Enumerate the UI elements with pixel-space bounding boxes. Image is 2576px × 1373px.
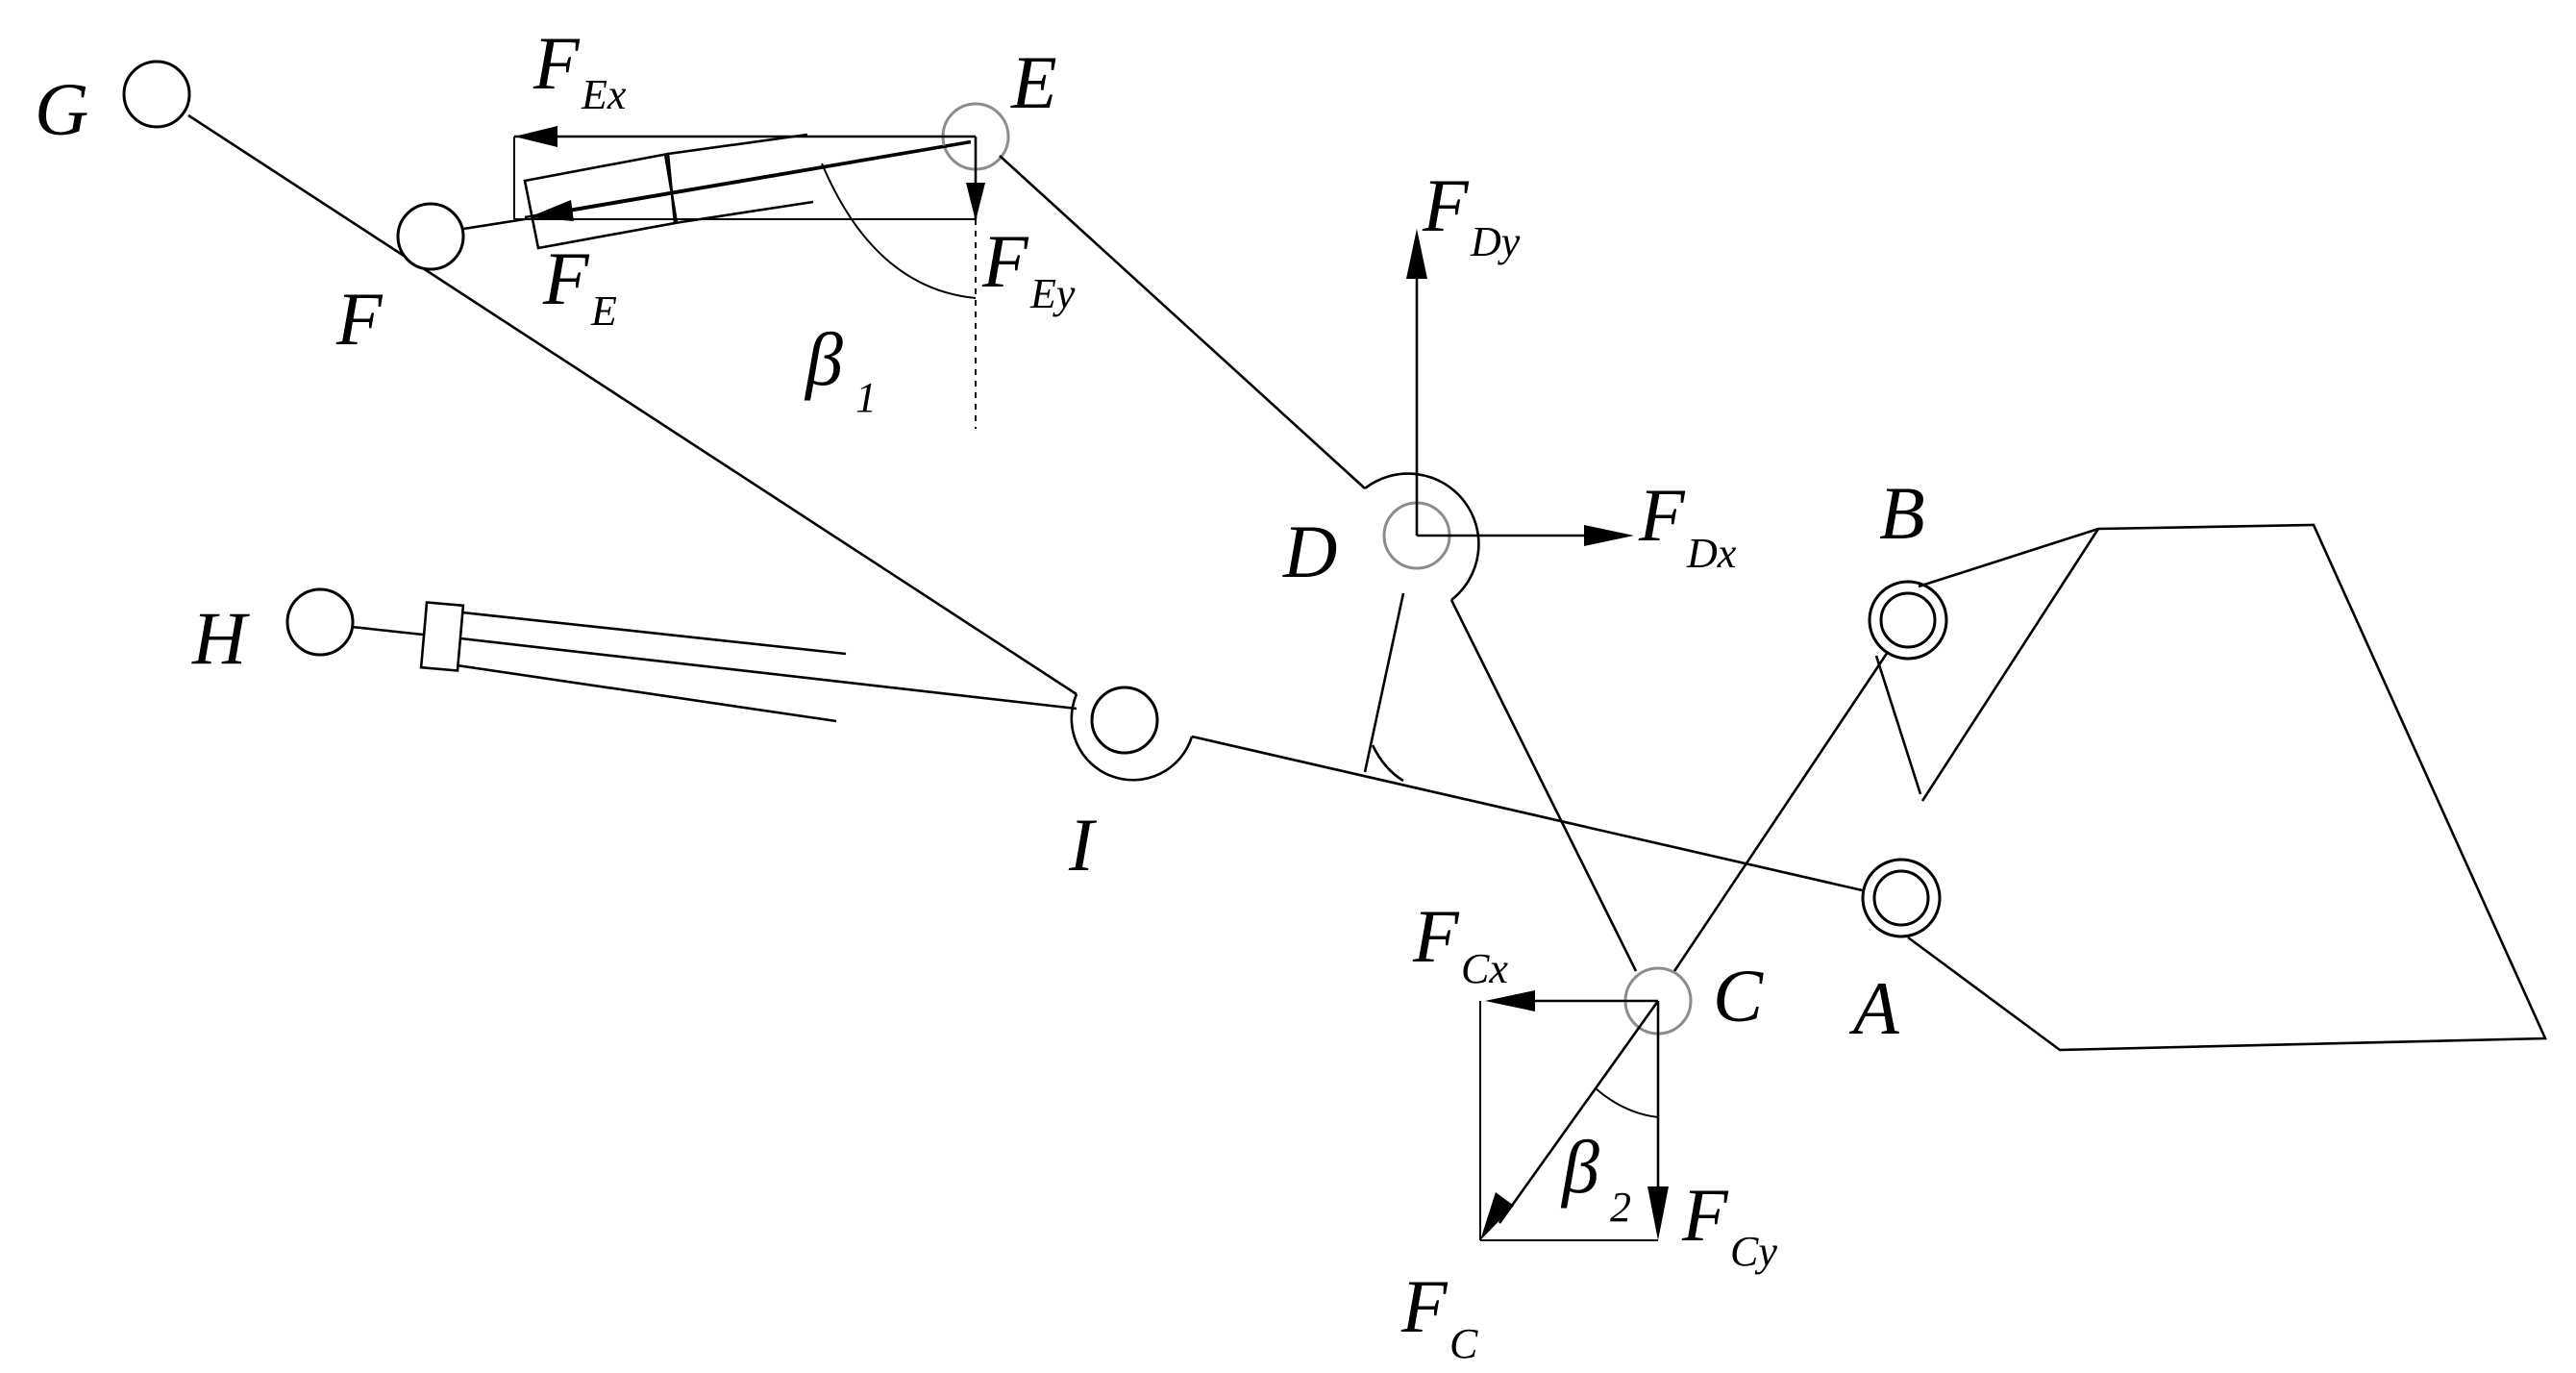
label-e: E: [1010, 40, 1057, 124]
force-fc-arrow: [1480, 1000, 1660, 1240]
d-rocker-housing: [1364, 472, 1480, 602]
hydraulic-cylinder-e: [462, 133, 972, 250]
label-c: C: [1713, 954, 1764, 1037]
d-bracket-left: [1363, 592, 1405, 773]
label-a: A: [1848, 966, 1899, 1050]
label-beta2-sub: 2: [1610, 1184, 1631, 1231]
label-fey-sub: Ey: [1029, 270, 1076, 317]
label-fdy-main: F: [1422, 163, 1470, 247]
label-beta1-main: β: [804, 317, 843, 401]
label-fcy-sub: Cy: [1730, 1228, 1777, 1275]
label-fe-sub: E: [590, 287, 617, 335]
force-fex-arrow: [514, 126, 976, 147]
d-bracket-fillet: [1371, 744, 1404, 783]
label-fcx-sub: Cx: [1461, 945, 1508, 992]
label-fdx-main: F: [1638, 473, 1686, 557]
hydraulic-cylinder-h: [351, 601, 1077, 723]
label-i: I: [1068, 803, 1098, 886]
label-g: G: [35, 67, 88, 151]
label-fex-sub: Ex: [581, 71, 627, 118]
pin-h: [285, 587, 355, 657]
beta1-arc: [821, 162, 977, 299]
label-beta2-main: β: [1560, 1125, 1599, 1209]
pin-b-inner: [1879, 591, 1937, 649]
label-beta1-sub: 1: [855, 374, 877, 421]
label-fe-main: F: [542, 237, 590, 320]
link-e-d: [999, 155, 1366, 489]
i-joint-housing: [1070, 693, 1194, 782]
force-fcx-arrow: [1485, 990, 1658, 1011]
pin-f: [396, 202, 465, 271]
force-fey-arrow: [966, 137, 985, 221]
label-f: F: [335, 277, 384, 361]
link-d-c: [1449, 599, 1638, 972]
label-fdy-sub: Dy: [1470, 218, 1521, 265]
label-fex-main: F: [533, 21, 581, 105]
pin-a-inner: [1872, 869, 1930, 927]
label-fdx-sub: Dx: [1686, 530, 1737, 577]
force-fe-arrow: [529, 140, 972, 221]
label-fey-main: F: [981, 219, 1029, 303]
force-fdx-arrow: [1417, 525, 1634, 546]
force-fdy-arrow: [1406, 229, 1427, 536]
boom-line-g-i: [187, 113, 1077, 696]
label-fc-main: F: [1400, 1264, 1449, 1348]
link-c-b: [1672, 651, 1890, 972]
label-b: B: [1879, 471, 1925, 555]
pin-g: [122, 60, 191, 129]
pin-i: [1090, 686, 1159, 755]
beta2-arc: [1595, 1087, 1659, 1118]
label-fcx-main: F: [1412, 894, 1460, 978]
bucket: [1874, 523, 2547, 1052]
arm-line-i-a: [1191, 735, 1880, 896]
label-d: D: [1282, 510, 1337, 593]
force-fcy-arrow: [1647, 1001, 1669, 1240]
label-h: H: [191, 596, 250, 680]
label-fc-sub: C: [1449, 1320, 1478, 1367]
label-fcy-main: F: [1681, 1173, 1729, 1257]
